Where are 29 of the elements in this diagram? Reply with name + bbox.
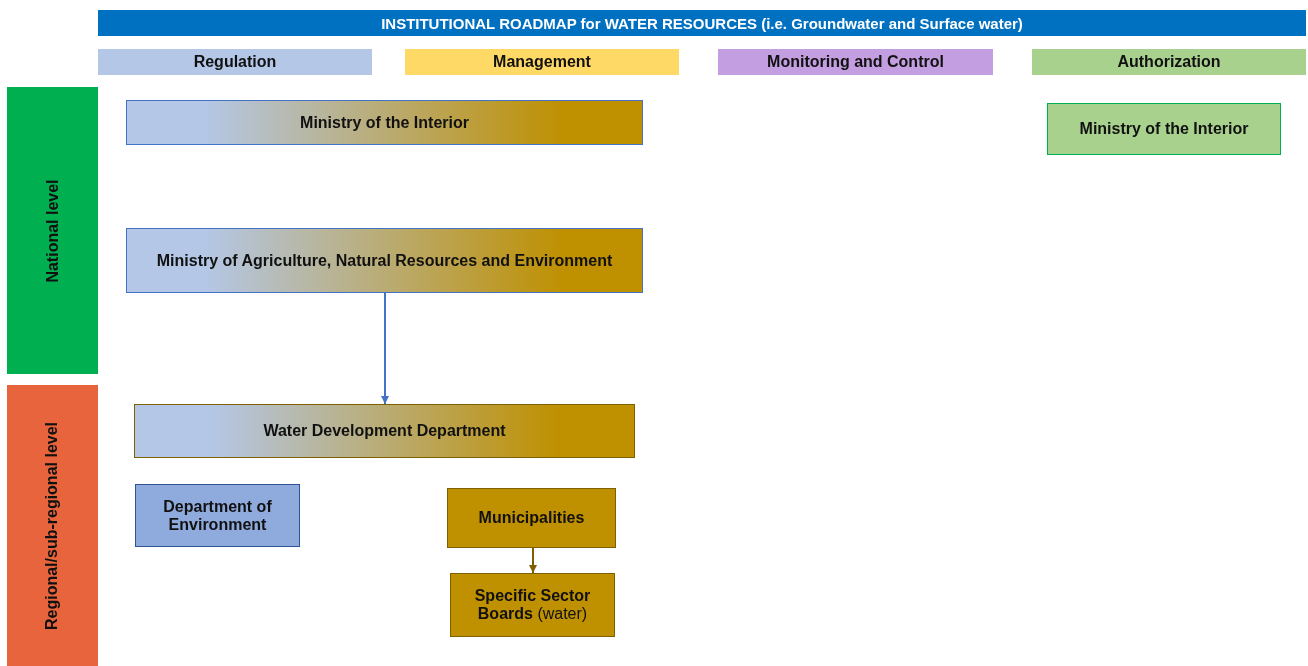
- column-header: [98, 49, 372, 75]
- column-title: Monitoring and Control: [766, 53, 945, 71]
- institution-name: Ministry of Agriculture, Natural Resources and Environment: [155, 251, 614, 270]
- institution-name: Ministry of the Interior: [299, 113, 470, 132]
- level-band: [7, 87, 98, 374]
- column-header: [718, 49, 993, 75]
- column-header: [1032, 49, 1306, 75]
- arrow: [529, 547, 537, 574]
- institution-box: [135, 484, 300, 547]
- institution-name: Department of Environment: [162, 497, 273, 534]
- institution-box: [126, 228, 643, 293]
- institution-box: [134, 404, 635, 458]
- institution-name: Ministry of the Interior: [1078, 120, 1250, 138]
- level-band: [7, 385, 98, 666]
- arrow: [381, 292, 389, 405]
- column-title: Authorization: [1116, 53, 1222, 71]
- institution-name: Specific Sector Boards (water): [473, 587, 592, 623]
- band-label: Regional/sub-regional level: [43, 420, 62, 632]
- column-header: [405, 49, 679, 75]
- column-title: Regulation: [192, 53, 278, 71]
- column-title: Management: [492, 53, 592, 71]
- institution-box: [126, 100, 643, 145]
- institution-name: Municipalities: [477, 509, 586, 527]
- institution-box: [447, 488, 616, 548]
- title-banner: INSTITUTIONAL ROADMAP for WATER RESOURCES (i.e. Groundwater and Surface water): [98, 10, 1306, 36]
- institution-box: [450, 573, 615, 637]
- band-label: National level: [43, 177, 62, 285]
- institution-name: Water Development Department: [262, 422, 507, 440]
- institution-box: [1047, 103, 1281, 155]
